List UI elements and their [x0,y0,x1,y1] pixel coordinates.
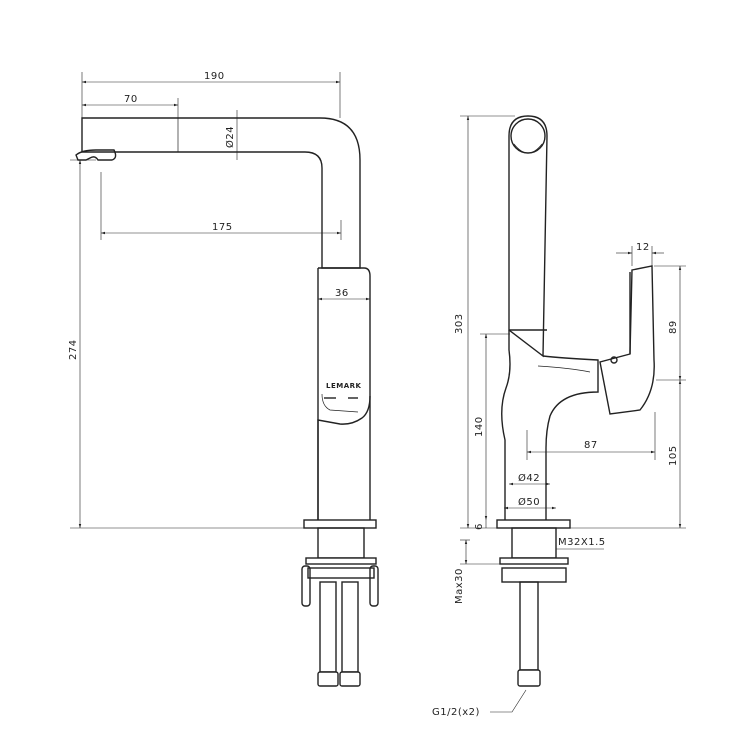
dim-handle-height: 89 [668,320,679,334]
dim-spout-diameter: Ø24 [224,126,236,148]
front-spout [81,117,361,269]
side-lever [599,265,655,415]
spout-top-circle [510,118,546,154]
dim-max-worktop: Max30 [454,568,465,604]
dim-handle-reach: 87 [584,440,598,451]
side-view: 303 140 12 89 105 87 Ø42 Ø50 6 [432,115,686,718]
front-body [317,267,371,520]
side-hose [519,581,539,671]
dim-base-diameter: Ø50 [518,496,540,508]
dim-base-height: 140 [474,416,485,437]
dim-handle-width: 12 [636,242,650,253]
mounting-stud-right [369,565,379,607]
lever-pivot [610,356,618,364]
dim-height: 274 [68,339,79,360]
dim-side-height: 303 [454,313,465,334]
dim-overall-reach: 190 [204,71,225,82]
front-view: LEMARK 190 70 Ø24 175 36 [68,71,379,687]
dim-inner-diameter: Ø42 [518,472,540,484]
dim-spout-tip: 70 [124,94,138,105]
spout-top-detail [513,143,543,154]
dim-handle-base: 105 [668,445,679,466]
front-shank [317,527,365,559]
front-base-plate [303,519,377,529]
hose-right [341,581,359,673]
spray-nozzle [75,149,117,161]
side-base-plate [496,519,571,529]
front-washer [305,557,377,565]
front-nut [307,567,375,579]
hose-fitting-left [317,671,339,687]
body-highlight [537,365,591,373]
side-hose-fitting [517,669,541,687]
dim-spout-to-body: 175 [212,222,233,233]
side-nut [501,567,567,583]
mounting-stud-left [301,565,311,607]
dim-thread: M32X1.5 [558,537,606,548]
hose-left [319,581,337,673]
brand-logo: LEMARK [326,382,362,390]
dim-hose-fitting: G1/2(x2) [432,707,480,718]
dim-body-width: 36 [335,288,349,299]
dim-plate-thickness: 6 [474,523,485,530]
side-shank [511,527,557,559]
side-washer [499,557,569,565]
side-spout [508,115,548,358]
handle-outline [321,393,359,413]
side-body [501,330,511,520]
hose-fitting-right [339,671,361,687]
hose-fitting-leader [490,689,527,713]
